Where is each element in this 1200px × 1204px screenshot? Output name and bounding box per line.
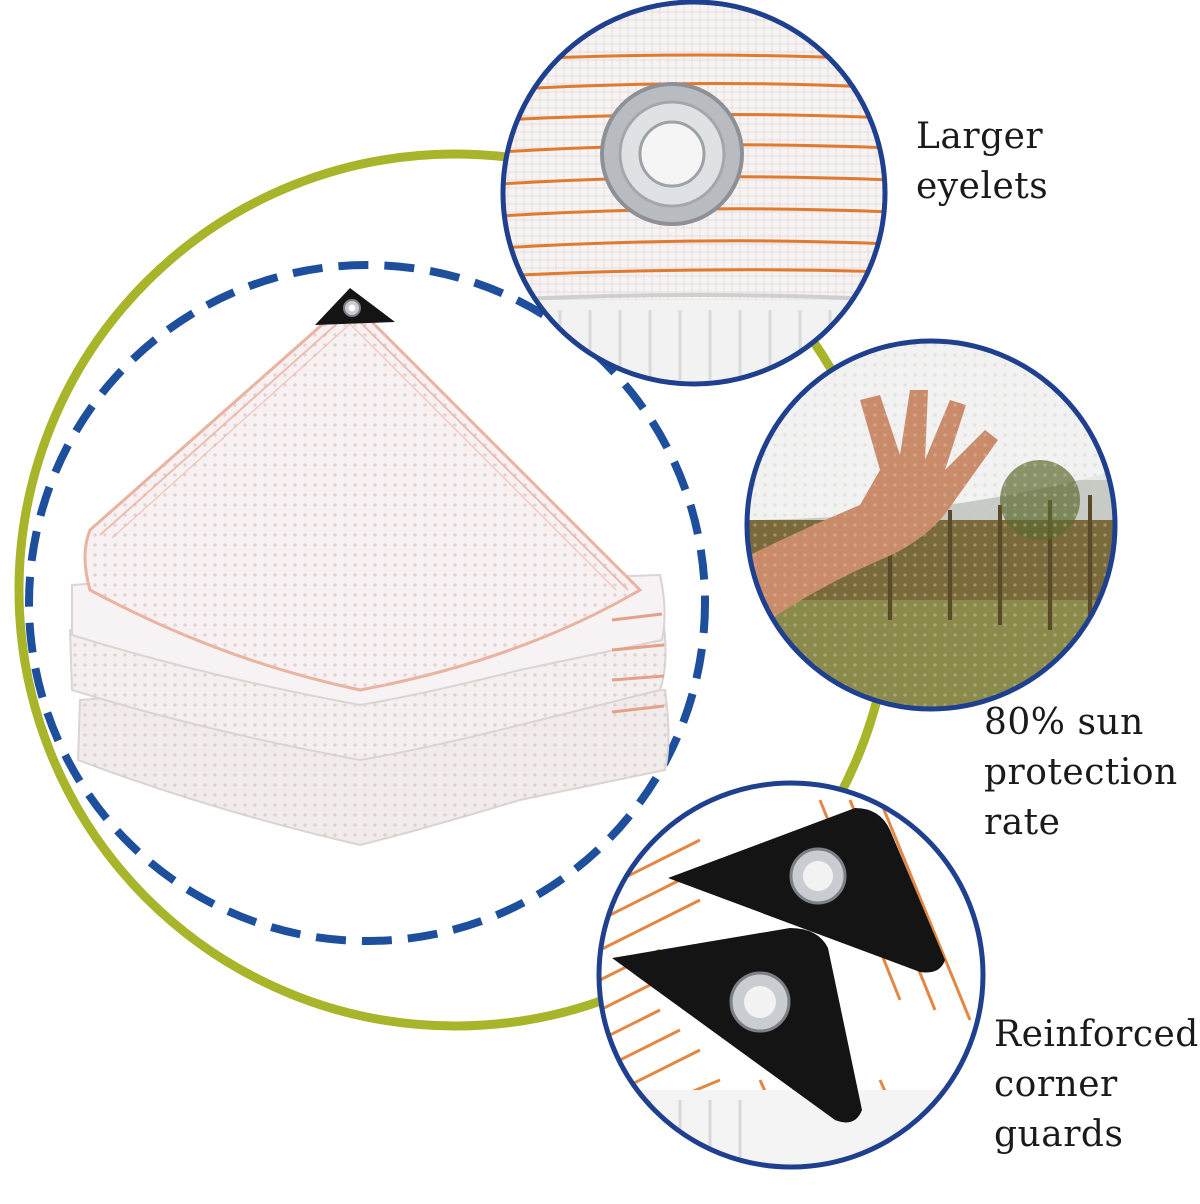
label-line: eyelets: [916, 166, 1049, 207]
sun-protection-closeup: [744, 338, 1118, 712]
label-line: protection: [984, 752, 1178, 793]
label-corner-guards: Reinforced corner guards: [994, 1010, 1199, 1160]
eyelet-closeup: [500, 0, 888, 387]
dashed-ring: [25, 261, 709, 945]
label-line: Reinforced: [994, 1014, 1199, 1055]
corner-guard-lower: [612, 928, 862, 1123]
label-line: corner: [994, 1064, 1118, 1105]
corner-guard-closeup: [596, 780, 986, 1170]
label-line: rate: [984, 802, 1061, 843]
label-sun-protection: 80% sun protection rate: [984, 698, 1178, 848]
label-line: guards: [994, 1114, 1124, 1155]
folded-shade-net: [68, 288, 670, 847]
label-line: 80% sun: [984, 702, 1144, 743]
label-line: Larger: [916, 116, 1044, 157]
label-larger-eyelets: Larger eyelets: [916, 112, 1048, 212]
